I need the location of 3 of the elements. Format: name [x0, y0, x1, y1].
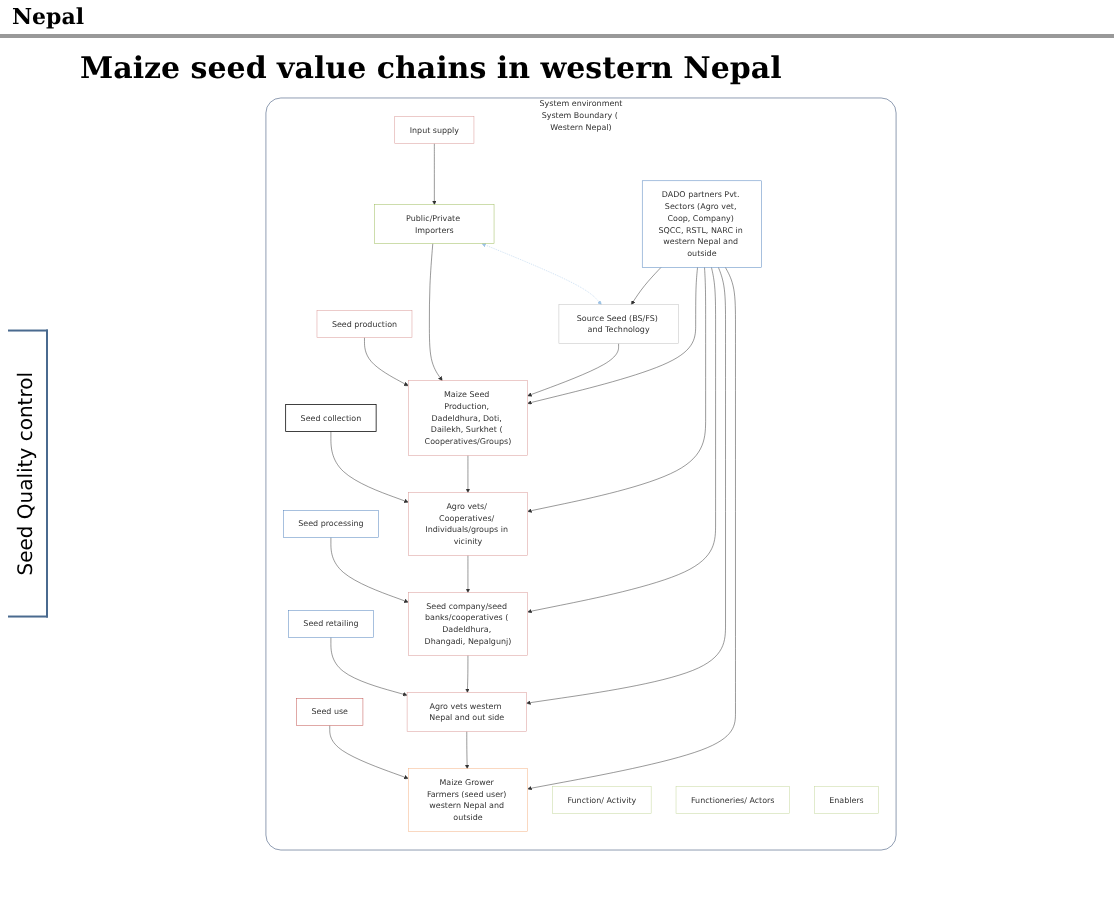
page-header: Nepal [0, 0, 1114, 38]
bracket-label: Seed Quality control [8, 330, 48, 618]
section-title: Maize seed value chains in western Nepal [80, 50, 784, 86]
